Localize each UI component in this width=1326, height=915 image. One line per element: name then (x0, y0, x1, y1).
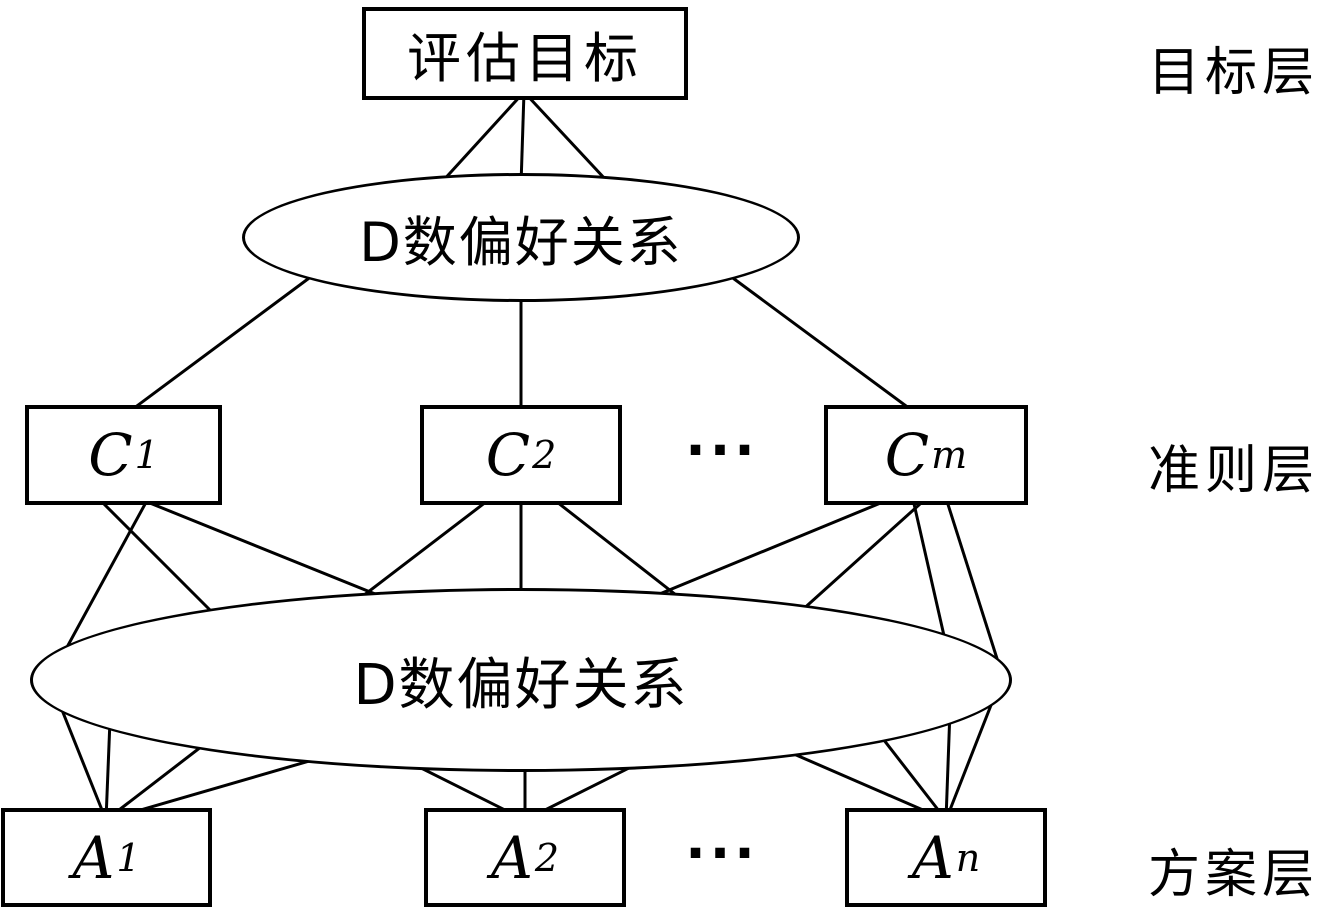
criteria-ellipsis: ··· (685, 418, 759, 482)
alternative-a1-base: A (72, 823, 115, 892)
criterion-cm-subscript: m (931, 433, 968, 477)
layer-label-criteria: 准则层 (1148, 441, 1320, 501)
alternatives-ellipsis: ··· (685, 821, 759, 885)
criterion-c2-base: C (485, 421, 531, 489)
goal-node: 评估目标 (362, 7, 688, 100)
criterion-c2-subscript: 2 (532, 433, 557, 477)
edges-pref-top-to-criteria (117, 268, 926, 422)
alternative-a1-subscript: 1 (116, 835, 141, 880)
preference-relation-top-label: D数偏好关系 (359, 211, 683, 274)
goal-node-label: 评估目标 (407, 27, 643, 90)
alternative-a2-subscript: 2 (534, 835, 560, 880)
layer-label-goal: 目标层 (1148, 43, 1320, 103)
preference-relation-node-bottom: D数偏好关系 (30, 588, 1012, 772)
criterion-c1-base: C (88, 421, 133, 489)
edges-criteria-to-pref-bottom (58, 493, 1002, 669)
alternative-an-subscript: n (955, 835, 981, 880)
alternative-an-base: A (911, 823, 954, 892)
preference-relation-bottom-label: D数偏好关系 (353, 652, 689, 718)
preference-relation-node-top: D数偏好关系 (242, 173, 800, 302)
alternative-a2-base: A (490, 823, 533, 892)
criterion-c1-subscript: 1 (134, 433, 159, 477)
criterion-cm-base: C (884, 421, 930, 489)
layer-label-alternatives: 方案层 (1148, 845, 1320, 905)
